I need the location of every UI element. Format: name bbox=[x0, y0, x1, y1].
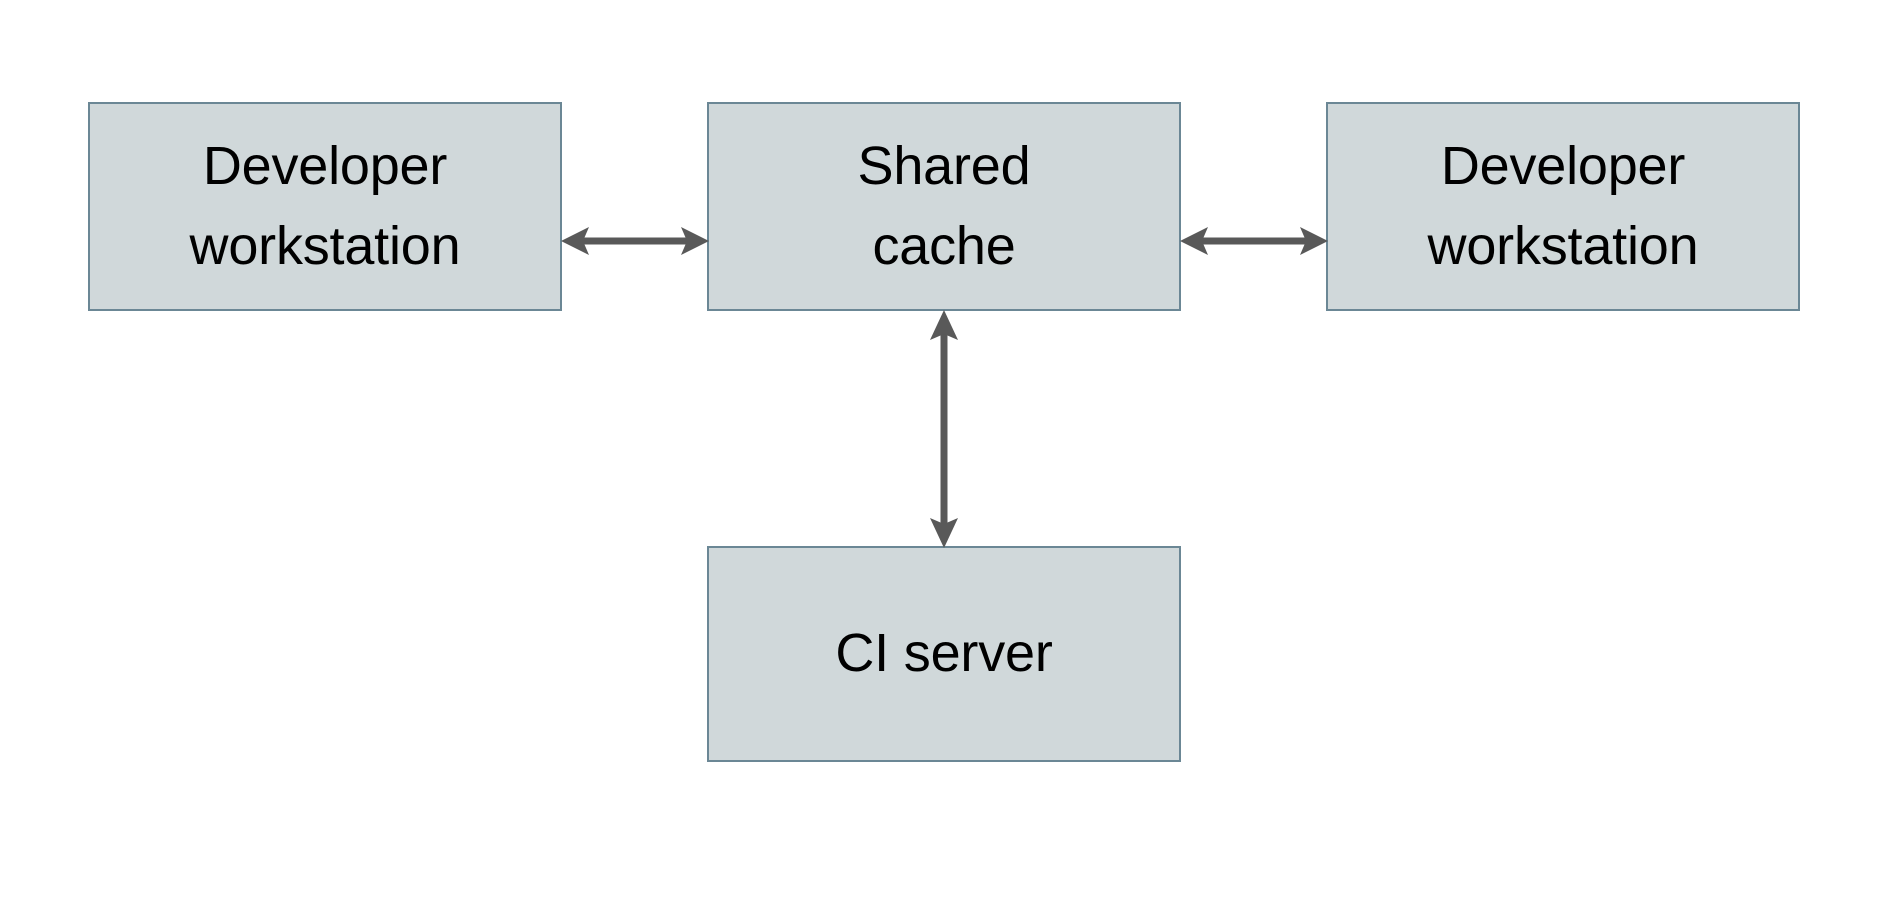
edge-cache-to-dev-right-double-arrow-icon[interactable] bbox=[1178, 216, 1330, 266]
node-label: Developer workstation bbox=[1427, 135, 1699, 276]
node-developer-workstation-left[interactable]: Developer workstation bbox=[88, 102, 562, 311]
edge-ci-server-to-cache-double-arrow-icon[interactable] bbox=[918, 308, 970, 550]
node-ci-server[interactable]: CI server bbox=[707, 546, 1181, 762]
node-developer-workstation-right[interactable]: Developer workstation bbox=[1326, 102, 1800, 311]
node-label: CI server bbox=[835, 623, 1053, 684]
edge-dev-left-to-cache-double-arrow-icon[interactable] bbox=[559, 216, 711, 266]
node-label: Shared cache bbox=[857, 135, 1031, 276]
node-shared-cache[interactable]: Shared cache bbox=[707, 102, 1181, 311]
node-label: Developer workstation bbox=[189, 135, 461, 276]
